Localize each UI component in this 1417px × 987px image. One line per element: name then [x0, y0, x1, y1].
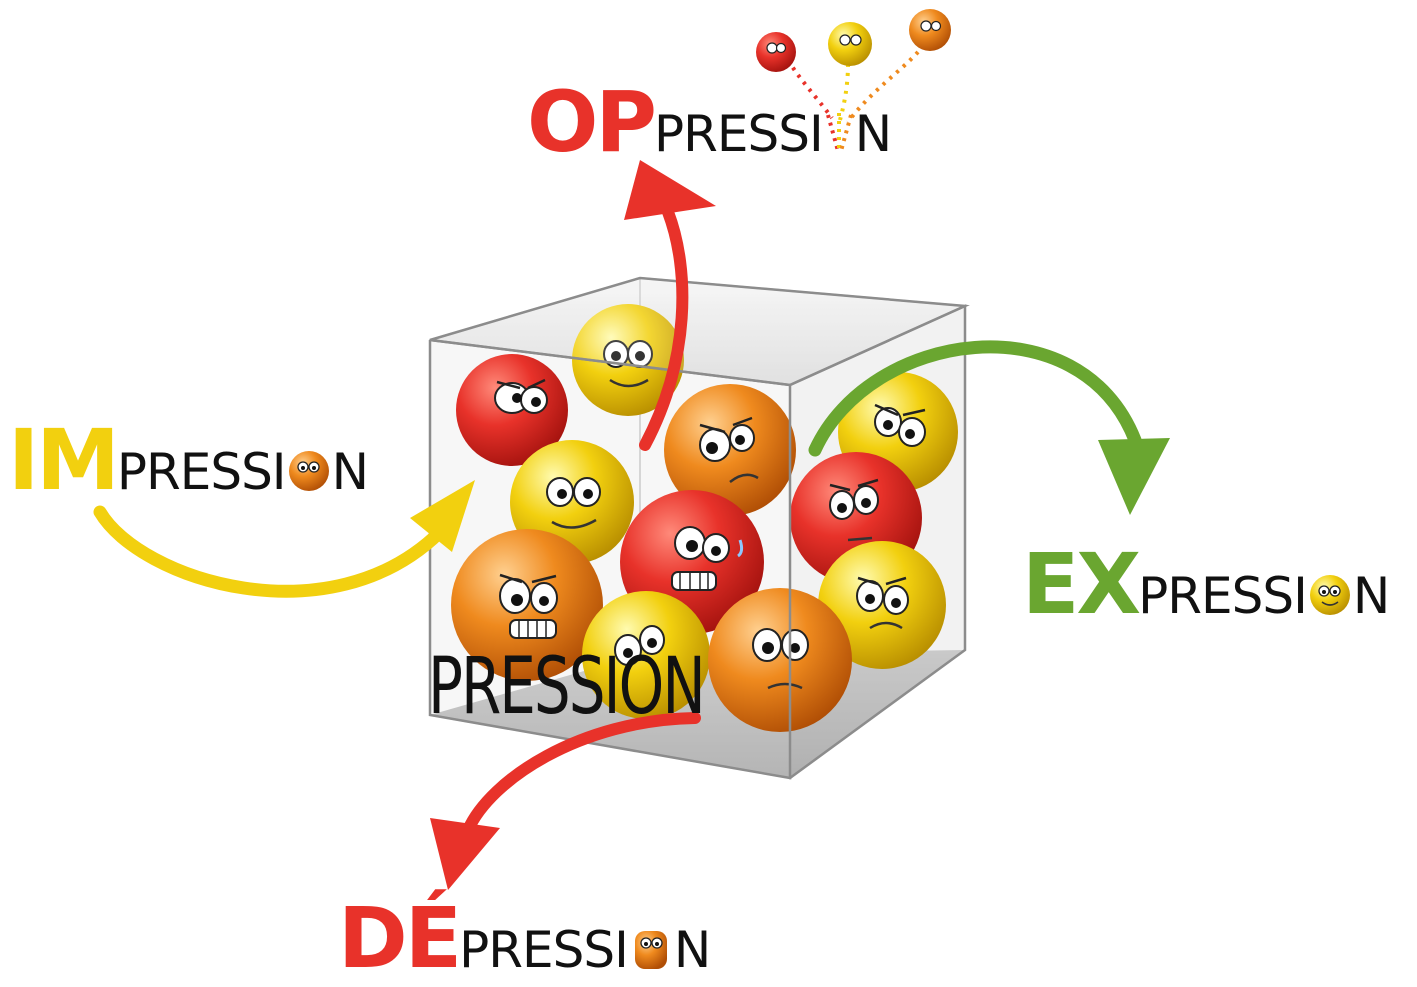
small-yellow-ball	[828, 22, 872, 66]
oppression-last: N	[854, 105, 892, 163]
oppression-prefix: OP	[527, 73, 657, 171]
depression-prefix: DÉ	[338, 889, 462, 987]
pression-label: PRESSION	[428, 640, 706, 732]
depression-arrow	[430, 712, 701, 890]
small-red-ball	[756, 32, 796, 72]
impression-last: N	[331, 443, 369, 501]
orange-ball	[708, 588, 852, 732]
orange-ball	[664, 384, 796, 516]
oppression-middle: PRESSI	[653, 105, 824, 163]
expression-middle: PRESSI	[1138, 567, 1308, 625]
expression-last: N	[1352, 567, 1390, 625]
split-dotted-o-icon	[825, 113, 853, 152]
orange-smiley-ball-icon	[288, 451, 329, 491]
expression-prefix: EX	[1022, 535, 1141, 633]
yellow-ball	[818, 541, 946, 669]
impression-arrow	[93, 480, 475, 598]
oppression-arrow	[624, 160, 716, 451]
red-ball	[456, 354, 568, 466]
depression-last: N	[673, 921, 711, 979]
glass-box-front	[428, 276, 970, 780]
squashed-orange-ball-icon	[634, 931, 667, 969]
small-orange-ball	[909, 9, 951, 51]
depression-middle: PRESSI	[459, 921, 629, 979]
orange-ball	[451, 529, 603, 681]
escaping-balls	[756, 9, 951, 124]
yellow-smiley-ball-icon	[1309, 575, 1350, 615]
impression-prefix: IM	[8, 411, 120, 509]
yellow-ball	[582, 591, 710, 719]
expression-arrow	[808, 340, 1170, 515]
impression-middle: PRESSI	[116, 443, 287, 501]
